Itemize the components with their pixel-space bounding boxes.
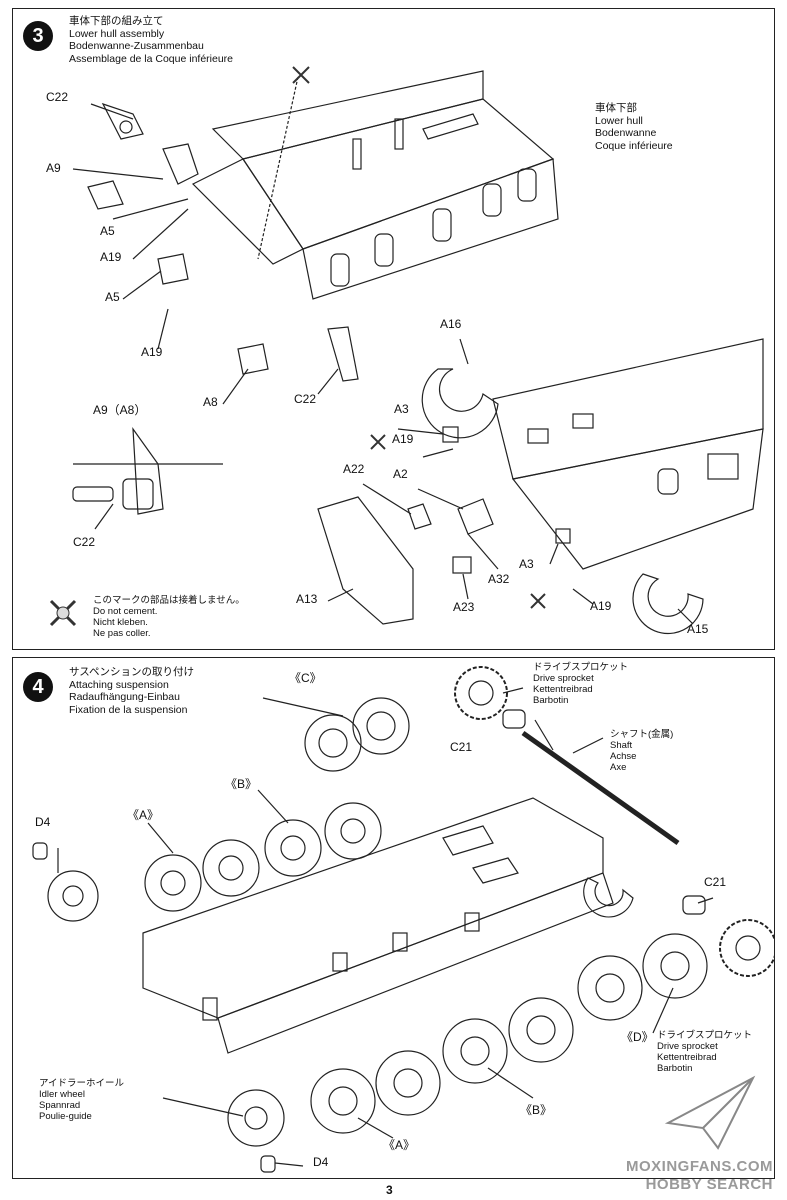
step-4-panel: 4 サスペンションの取り付け Attaching suspension Rada…: [12, 657, 775, 1179]
no-cement-icon: [49, 66, 546, 627]
paper-plane-logo: [664, 1075, 756, 1150]
hull-note-fr: Coque inférieure: [595, 139, 673, 152]
hull-note-jp: 車体下部: [595, 102, 637, 114]
shaft-jp: シャフト(金属): [610, 729, 674, 740]
part-label-a8: A8: [203, 395, 218, 409]
title-fr: Fixation de la suspension: [69, 703, 188, 716]
shaft-en: Shaft: [610, 740, 633, 751]
hull-note: 車体下部 Lower hull Bodenwanne Coque inférie…: [595, 102, 673, 152]
part-label-group-a: 《A》: [127, 808, 160, 822]
sprocket-jp: ドライブスプロケット: [657, 1030, 753, 1041]
shaft-fr: Axe: [610, 762, 627, 773]
part-label-c22: C22: [294, 392, 317, 406]
part-label-a9-a8: A9（A8）: [93, 403, 147, 417]
watermark-hobby-search: HOBBY SEARCH: [645, 1176, 773, 1193]
part-label-a2: A2: [393, 467, 408, 481]
idler-de: Spannrad: [39, 1100, 81, 1111]
drive-sprocket-note-2: ドライブスプロケット Drive sprocket Kettentreibrad…: [657, 1030, 752, 1074]
sprocket-en: Drive sprocket: [533, 673, 594, 684]
part-label-a13: A13: [296, 592, 318, 606]
shaft-de: Achse: [610, 751, 637, 762]
idler-wheel-note: アイドラーホイール Idler wheel Spannrad Poulie-gu…: [39, 1078, 124, 1122]
step-3-panel: 3 車体下部の組み立て Lower hull assembly Bodenwan…: [12, 8, 775, 650]
cement-note-fr: Ne pas coller.: [93, 628, 151, 639]
part-label-c22: C22: [73, 535, 96, 549]
part-label-group-a: 《A》: [383, 1138, 416, 1152]
hull-note-de: Bodenwanne: [595, 127, 657, 139]
cement-note-de: Nicht kleben.: [93, 617, 148, 628]
part-label-c21: C21: [450, 740, 473, 754]
title-de: Radaufhängung-Einbau: [69, 691, 180, 703]
step-title: 車体下部の組み立て Lower hull assembly Bodenwanne…: [69, 15, 233, 65]
part-label-group-b: 《B》: [520, 1103, 553, 1117]
sprocket-de: Kettentreibrad: [533, 684, 593, 695]
sprocket-de: Kettentreibrad: [657, 1052, 717, 1063]
part-label-a3: A3: [394, 402, 409, 416]
step-number: 4: [23, 672, 53, 702]
part-label-a5: A5: [100, 224, 115, 238]
part-label-group-b: 《B》: [225, 777, 258, 791]
title-en: Attaching suspension: [69, 678, 169, 691]
idler-jp: アイドラーホイール: [39, 1078, 125, 1089]
part-label-a19: A19: [141, 345, 163, 359]
sprocket-en: Drive sprocket: [657, 1041, 718, 1052]
part-label-a19: A19: [392, 432, 414, 446]
part-label-a22: A22: [343, 462, 365, 476]
step-number: 3: [23, 21, 53, 51]
sprocket-fr: Barbotin: [533, 695, 569, 706]
part-label-group-d: 《D》: [621, 1030, 654, 1044]
title-jp: サスペンションの取り付け: [69, 666, 195, 678]
part-label-d4: D4: [313, 1155, 329, 1169]
title-jp: 車体下部の組み立て: [69, 15, 164, 27]
part-label-a5: A5: [105, 290, 120, 304]
part-label-a15: A15: [687, 622, 709, 636]
part-label-d4: D4: [35, 815, 51, 829]
sprocket-jp: ドライブスプロケット: [533, 662, 629, 673]
part-label-a19: A19: [100, 250, 122, 264]
title-de: Bodenwanne-Zusammenbau: [69, 40, 204, 52]
shaft-note: シャフト(金属) Shaft Achse Axe: [610, 729, 673, 773]
part-label-a9: A9: [46, 161, 61, 175]
watermark-moxingfans: MOXINGFANS.COM: [625, 1158, 773, 1175]
cement-note-jp: このマークの部品は接着しません。: [93, 595, 245, 606]
part-label-a16: A16: [440, 317, 462, 331]
part-label-a3: A3: [519, 557, 534, 571]
part-label-c22: C22: [46, 90, 69, 104]
page-number: 3: [386, 1183, 393, 1197]
cement-note: このマークの部品は接着しません。 Do not cement. Nicht kl…: [93, 595, 245, 639]
title-en: Lower hull assembly: [69, 27, 165, 40]
idler-fr: Poulie-guide: [39, 1111, 92, 1122]
part-label-a32: A32: [488, 572, 510, 586]
part-label-group-c: 《C》: [289, 671, 322, 685]
idler-en: Idler wheel: [39, 1089, 85, 1100]
part-label-a19: A19: [590, 599, 612, 613]
sprocket-fr: Barbotin: [657, 1063, 693, 1074]
cement-note-en: Do not cement.: [93, 606, 158, 617]
step-title: サスペンションの取り付け Attaching suspension Radauf…: [69, 666, 194, 716]
title-fr: Assemblage de la Coque inférieure: [69, 52, 234, 65]
drive-sprocket-note: ドライブスプロケット Drive sprocket Kettentreibrad…: [533, 662, 628, 706]
part-label-a23: A23: [453, 600, 475, 614]
part-label-c21: C21: [704, 875, 727, 889]
hull-note-en: Lower hull: [595, 114, 643, 127]
